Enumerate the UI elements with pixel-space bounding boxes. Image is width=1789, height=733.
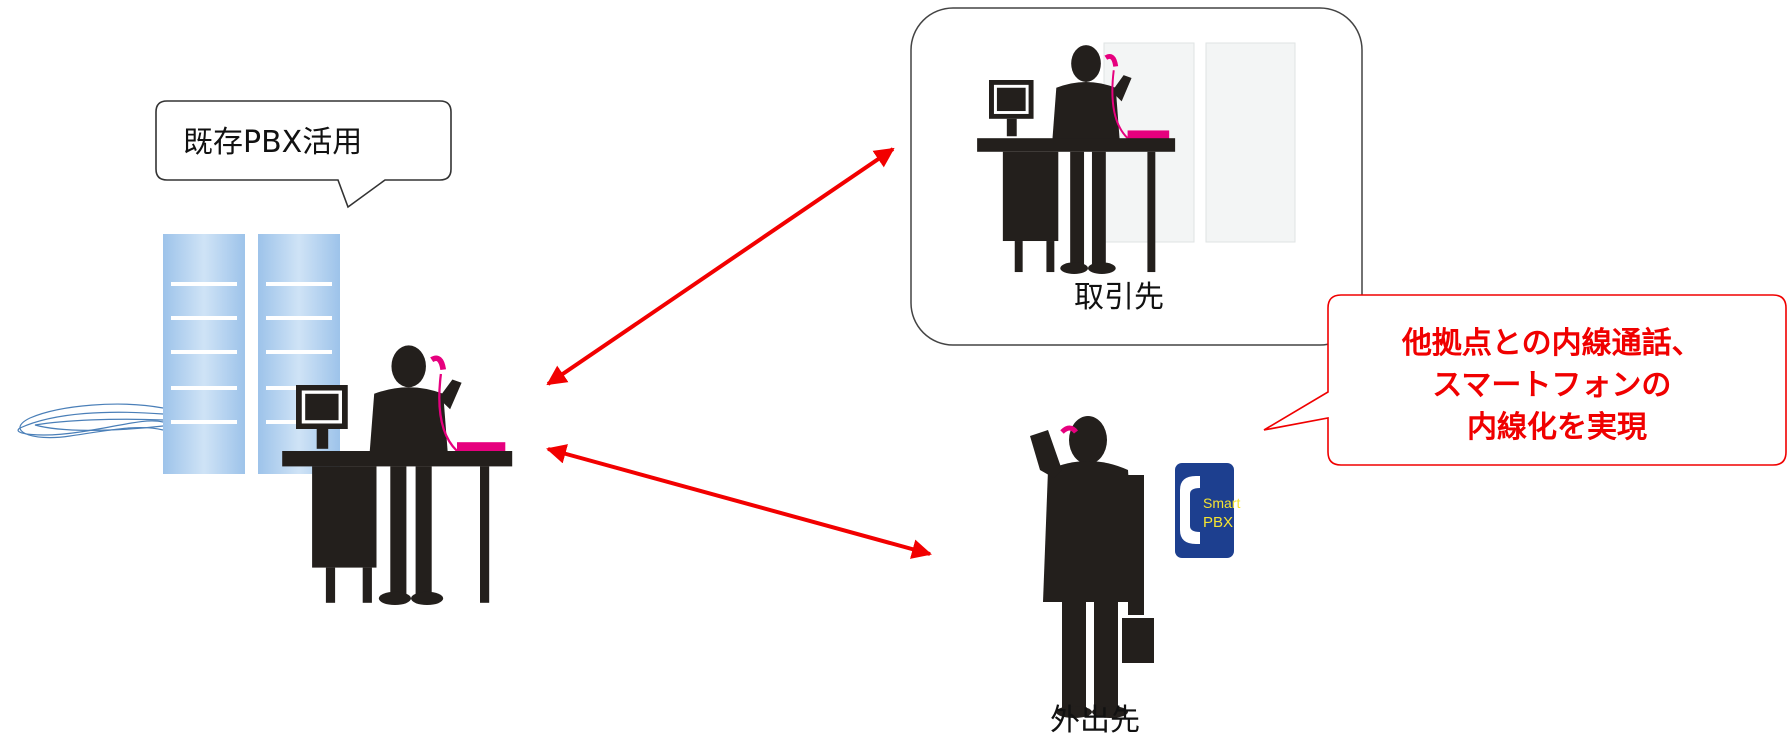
arrow-to-mobile [546, 444, 932, 559]
callout-pbx: 既存PBX活用 [155, 100, 452, 209]
pbx-server-icon [17, 234, 340, 474]
cable-icon [17, 403, 164, 439]
callout-features: 他拠点との内線通話、 スマートフォンの 内線化を実現 [1263, 294, 1787, 466]
callout-features-line-2: スマートフォンの [1432, 368, 1671, 403]
callout-pbx-text: 既存PBX活用 [183, 125, 362, 160]
app-icon-line2: PBX [1203, 514, 1233, 531]
arrow-to-partner [546, 147, 895, 386]
partner-site: 取引先 [910, 7, 1363, 346]
arrows [546, 147, 932, 559]
callout-features-line-1: 他拠点との内線通話、 [1401, 326, 1702, 361]
app-icon-line1: Smart [1203, 495, 1240, 511]
callout-features-line-3: 内線化を実現 [1467, 410, 1647, 445]
mobile-worker-icon: 外出先 [1030, 416, 1154, 733]
smartpbx-app-icon: Smart PBX [1175, 463, 1240, 558]
partner-label: 取引先 [1074, 280, 1164, 315]
svg-text:他拠点との内線通話、 スマートフォンの: 他拠点との内線通話、 スマートフォンの 内線化を実現 [1401, 326, 1712, 445]
mobile-label: 外出先 [1050, 703, 1140, 733]
